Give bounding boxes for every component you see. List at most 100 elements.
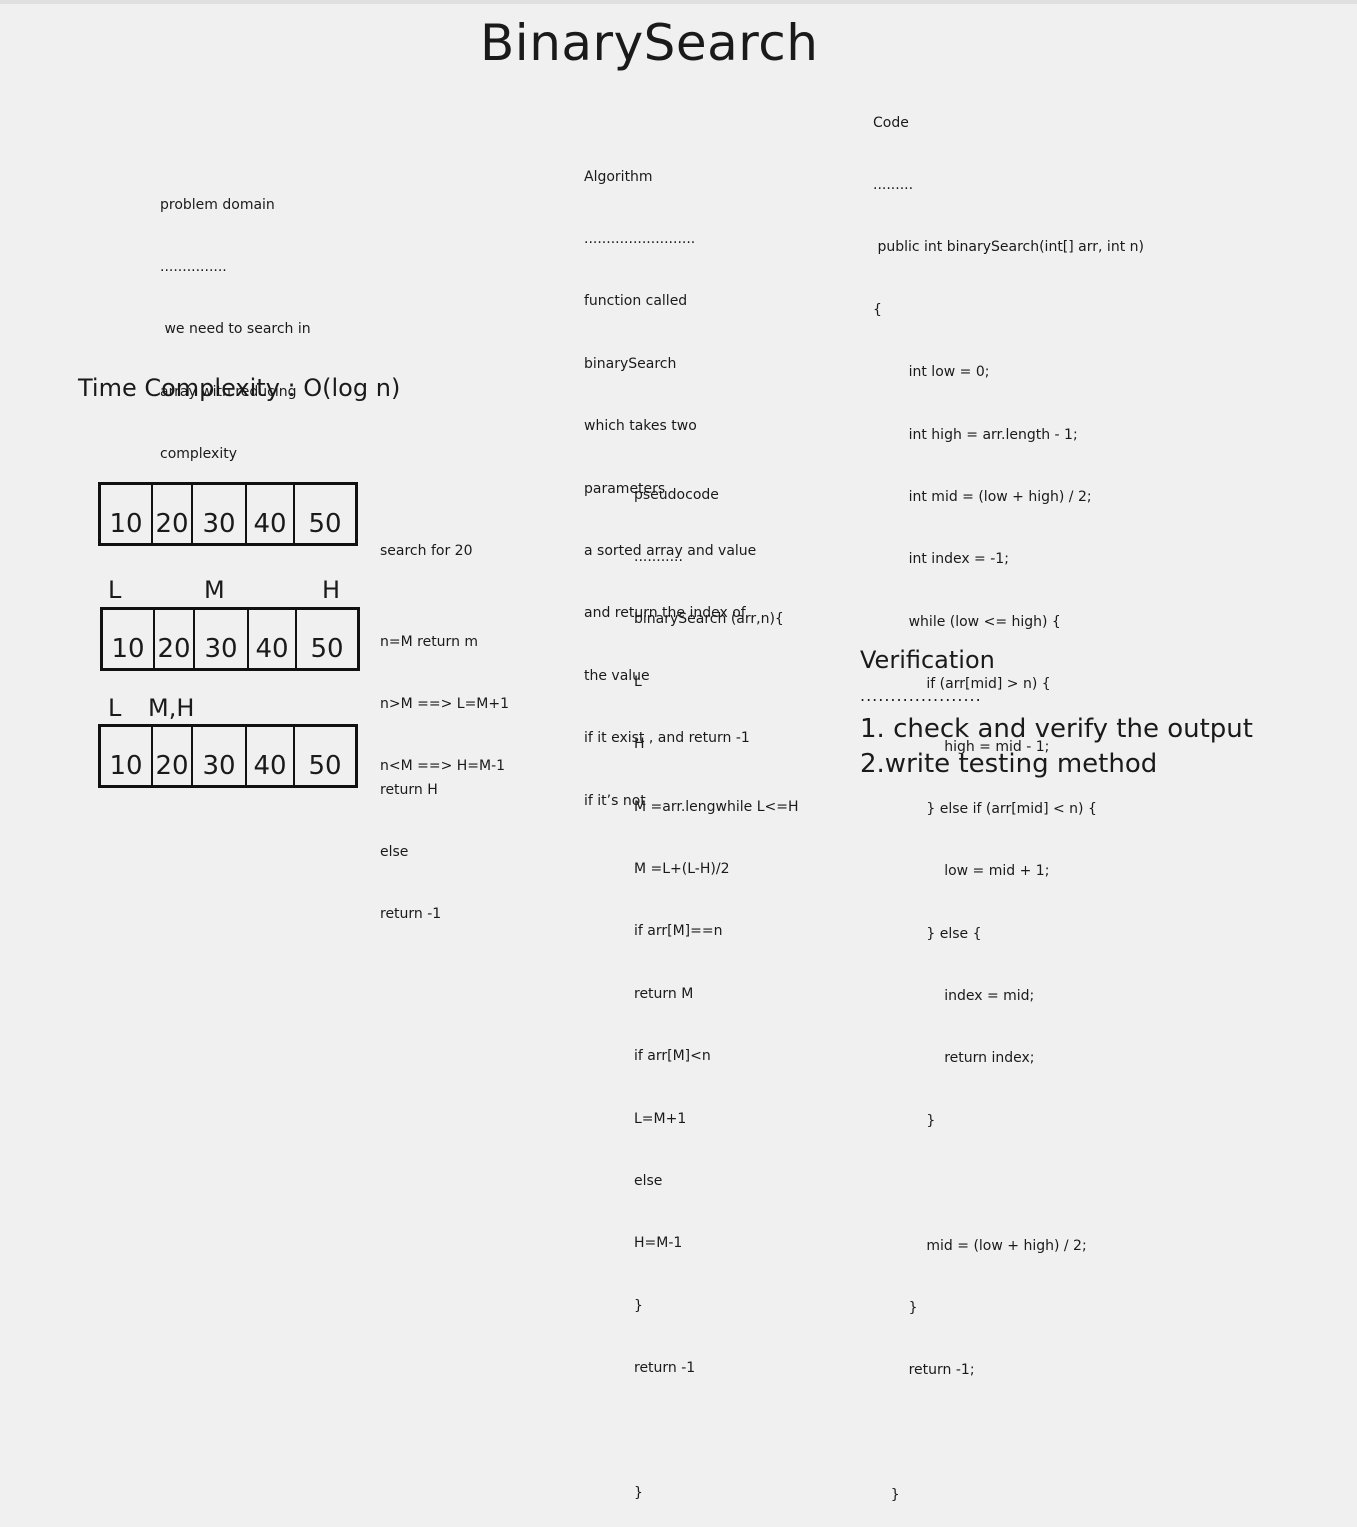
algorithm-line: binarySearch xyxy=(584,355,677,372)
array-cell: 30 xyxy=(193,485,247,543)
array-cell: 40 xyxy=(247,485,295,543)
code-line: return -1; xyxy=(873,1362,975,1379)
pseudocode-line: H xyxy=(634,736,645,753)
verification-item: 2.write testing method xyxy=(860,749,1158,779)
pseudocode-line: H=M-1 xyxy=(634,1235,683,1252)
pseudocode-line: } xyxy=(634,1297,643,1314)
problem-domain-text: problem domain ............... we need t… xyxy=(160,153,311,486)
low-pointer-label: L xyxy=(108,694,122,722)
array-cell: 20 xyxy=(153,727,193,785)
note-line: return -1 xyxy=(380,906,442,923)
code-line: } xyxy=(873,1112,936,1129)
pseudocode-line xyxy=(634,1420,799,1441)
array-cell: 30 xyxy=(193,727,247,785)
problem-line: ............... xyxy=(160,258,227,275)
code-line: } else if (arr[mid] < n) { xyxy=(873,800,1097,817)
algorithm-line: the value xyxy=(584,667,650,684)
pseudocode-line: if arr[M]<n xyxy=(634,1048,711,1065)
array-diagram: 10 20 30 40 50 xyxy=(98,482,358,546)
verification-item: 1. check and verify the output xyxy=(860,714,1253,744)
code-line: if (arr[mid] > n) { xyxy=(873,676,1051,693)
pseudocode-line: return M xyxy=(634,985,694,1002)
pseudocode-line: M =arr.lengwhile L<=H xyxy=(634,798,799,815)
code-line: high = mid - 1; xyxy=(873,738,1050,755)
code-line: int index = -1; xyxy=(873,551,1009,568)
code-text: Code ......... public int binarySearch(i… xyxy=(873,71,1144,1527)
code-line: public int binarySearch(int[] arr, int n… xyxy=(873,239,1144,256)
note-line: n<M ==> H=M-1 xyxy=(380,758,506,775)
code-line xyxy=(873,1173,1144,1194)
mid-pointer-label: M xyxy=(204,576,225,604)
code-line: while (low <= high) { xyxy=(873,613,1061,630)
problem-line: problem domain xyxy=(160,196,275,213)
algorithm-line: which takes two xyxy=(584,418,697,435)
array-cell: 20 xyxy=(155,610,195,668)
pseudocode-line: L xyxy=(634,673,642,690)
algorithm-line: parameters xyxy=(584,480,666,497)
algorithm-line: if it’s not xyxy=(584,792,646,809)
top-bar xyxy=(0,0,1357,4)
note-line: search for 20 xyxy=(380,542,473,559)
array-cell: 10 xyxy=(101,727,153,785)
array-cell: 10 xyxy=(101,485,153,543)
array-cell: 50 xyxy=(310,634,344,664)
code-line: } else { xyxy=(873,925,982,942)
code-line: Code xyxy=(873,114,909,131)
problem-line: complexity xyxy=(160,446,237,463)
pseudocode-line: binarySearch (arr,n){ xyxy=(634,611,784,628)
code-line: index = mid; xyxy=(873,988,1035,1005)
verification-dots: .................... xyxy=(860,686,982,705)
code-line: { xyxy=(873,301,882,318)
array-cell: 50 xyxy=(308,751,342,781)
algorithm-line: if it exist , and return -1 xyxy=(584,730,750,747)
code-line: } xyxy=(873,1300,918,1317)
pseudocode-text: pseudocode ........... binarySearch (arr… xyxy=(634,443,799,1524)
algorithm-line: a sorted array and value xyxy=(584,542,757,559)
note-line: return H xyxy=(380,781,438,798)
array-cell: 50 xyxy=(308,509,342,539)
note-line: n>M ==> L=M+1 xyxy=(380,695,510,712)
algorithm-line: Algorithm xyxy=(584,168,653,185)
pseudocode-line: ........... xyxy=(634,548,683,565)
array-cell: 40 xyxy=(249,610,297,668)
note-line: else xyxy=(380,843,409,860)
code-line: mid = (low + high) / 2; xyxy=(873,1237,1087,1254)
pseudocode-line: if arr[M]==n xyxy=(634,923,723,940)
code-line: int high = arr.length - 1; xyxy=(873,426,1078,443)
algorithm-text: Algorithm ......................... func… xyxy=(584,125,756,832)
pseudocode-line: L=M+1 xyxy=(634,1110,687,1127)
problem-line: array with reducing xyxy=(160,383,297,400)
array-cell: 10 xyxy=(103,610,155,668)
code-line: } xyxy=(873,1487,900,1504)
step-note: return H else return -1 xyxy=(380,738,441,946)
code-line: low = mid + 1; xyxy=(873,863,1050,880)
algorithm-line: function called xyxy=(584,293,688,310)
array-diagram: 10 20 30 40 50 xyxy=(100,607,360,671)
pseudocode-line: return -1 xyxy=(634,1360,696,1377)
code-line: ......... xyxy=(873,176,914,193)
code-line: int mid = (low + high) / 2; xyxy=(873,488,1092,505)
note-line: n=M return m xyxy=(380,633,479,650)
verification-title: Verification xyxy=(860,646,995,674)
pseudocode-line: } xyxy=(634,1484,643,1501)
array-diagram: 10 20 30 40 50 xyxy=(98,724,358,788)
high-pointer-label: H xyxy=(322,576,341,604)
step-note: n=M return m n>M ==> L=M+1 n<M ==> H=M-1 xyxy=(380,590,509,798)
mid-high-pointer-label: M,H xyxy=(148,694,195,722)
step-note: search for 20 xyxy=(380,499,472,582)
pseudocode-line: M =L+(L-H)/2 xyxy=(634,860,730,877)
array-cell: 20 xyxy=(153,485,193,543)
low-pointer-label: L xyxy=(108,576,122,604)
pseudocode-line: pseudocode xyxy=(634,486,719,503)
array-cell: 40 xyxy=(247,727,295,785)
pseudocode-line: else xyxy=(634,1172,663,1189)
array-cell: 30 xyxy=(195,610,249,668)
algorithm-line: ......................... xyxy=(584,230,696,247)
algorithm-line: and return the index of xyxy=(584,605,746,622)
code-line: return index; xyxy=(873,1050,1035,1067)
problem-line: we need to search in xyxy=(160,321,311,338)
time-complexity: Time Complexity : O(log n) xyxy=(78,374,401,402)
page-title: BinarySearch xyxy=(480,14,819,72)
code-line xyxy=(873,1423,1144,1444)
code-line: int low = 0; xyxy=(873,364,990,381)
